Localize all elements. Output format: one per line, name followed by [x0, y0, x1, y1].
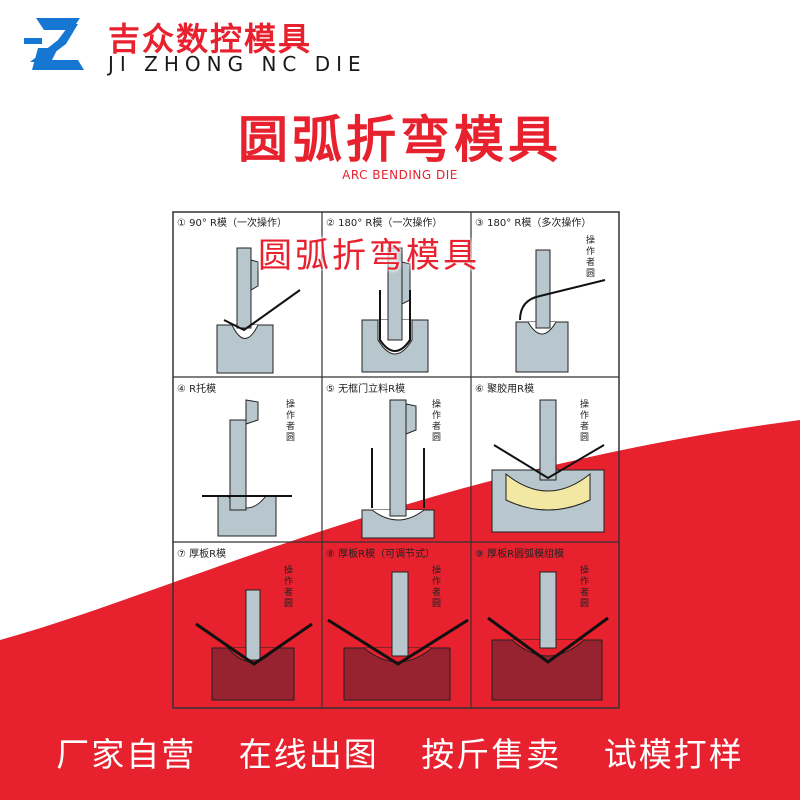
operator-note-8: 操作者圆: [432, 566, 442, 609]
slogan-bar: 厂家自营 在线出图 按斤售卖 试模打样: [0, 728, 800, 776]
cell-2-drawing: [361, 247, 429, 373]
slogan-item: 按斤售卖: [421, 735, 562, 774]
cell-8-drawing: [327, 571, 469, 701]
operator-note-5: 操作者圆: [432, 400, 442, 443]
cell-label-1: ① 90° R模（一次操作）: [177, 218, 287, 229]
cell-3-drawing: [515, 249, 606, 373]
cell-label-2: ② 180° R模（一次操作）: [326, 218, 443, 229]
cell-4-drawing: [202, 399, 292, 537]
cell-label-9: ⑨ 厚板R圆弧模组模: [475, 549, 565, 560]
cell-label-3: ③ 180° R模（多次操作）: [475, 218, 592, 229]
operator-note-9: 操作者圆: [580, 566, 590, 609]
page-title: 圆弧折弯模具: [238, 111, 562, 169]
slogan-item: 试模打样: [603, 735, 744, 774]
cell-label-6: ⑥ 聚胶用R模: [475, 384, 535, 395]
slogan-item: 在线出图: [238, 735, 379, 774]
brand-name-cn: 吉众数控模具: [108, 20, 313, 58]
operator-note-3: 操作者圆: [586, 236, 596, 279]
cell-1-drawing: [216, 247, 301, 374]
brand-name-en: JI ZHONG NC DIE: [108, 52, 367, 76]
slogan-item: 厂家自营: [56, 735, 197, 774]
cell-label-8: ⑧ 厚板R模（可调节式）: [326, 549, 436, 560]
cell-label-7: ⑦ 厚板R模: [177, 549, 227, 560]
page-subtitle: ARC BENDING DIE: [342, 168, 458, 182]
operator-note-4: 操作者圆: [286, 400, 296, 443]
operator-note-7: 操作者圆: [284, 566, 294, 609]
cell-label-5: ⑤ 无框门立料R模: [326, 384, 406, 395]
cell-7-drawing: [195, 589, 313, 701]
overlay-title: 圆弧折弯模具: [258, 236, 480, 276]
cell-9-drawing: [487, 571, 609, 701]
cell-5-drawing: [361, 399, 435, 539]
operator-note-6: 操作者圆: [580, 400, 590, 443]
cell-6-drawing: [491, 399, 605, 533]
brand-logo-icon: [24, 18, 84, 70]
cell-label-4: ④ R托模: [177, 384, 217, 395]
